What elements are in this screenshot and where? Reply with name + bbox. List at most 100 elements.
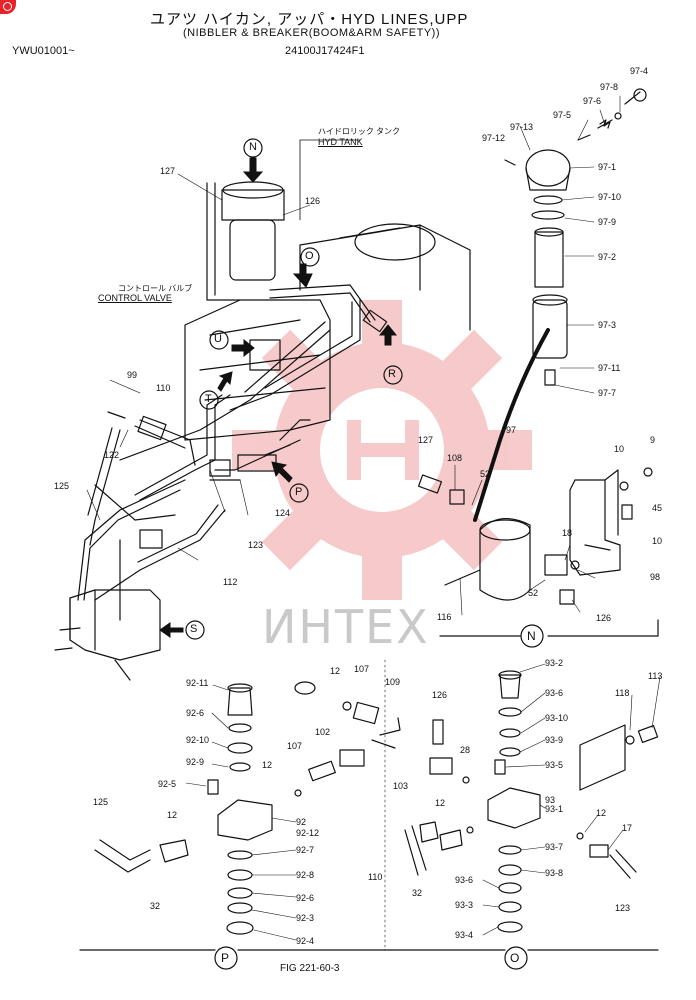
- part-label: 97-1: [598, 162, 617, 172]
- part-label: 92-4: [296, 936, 315, 946]
- hyd-tank-jp-note: ハイドロリック タンク: [318, 127, 401, 136]
- part-label: 93-5: [545, 760, 564, 770]
- part-label: 97-11: [598, 363, 621, 373]
- part-label: 93-1: [545, 804, 564, 814]
- part-label: 92-9: [186, 757, 205, 767]
- part-label: 97-3: [598, 320, 617, 330]
- marker-o: O: [305, 250, 314, 262]
- part-label: 93-9: [545, 735, 564, 745]
- part-label: 97-5: [553, 110, 572, 120]
- part-label: 93-7: [545, 842, 564, 852]
- part-label: 97-7: [598, 388, 617, 398]
- part-label: 97-2: [598, 252, 617, 262]
- watermark-text: ИНТЕХ: [262, 600, 430, 654]
- part-label: 126: [305, 196, 321, 206]
- part-label: 92-5: [158, 779, 177, 789]
- part-label: 93-3: [455, 900, 474, 910]
- part-label: 97-4: [630, 66, 649, 76]
- part-label: 10: [652, 536, 663, 546]
- control-valve-jp-note: コントロール バルブ: [118, 284, 193, 293]
- marker-n: N: [249, 141, 257, 153]
- part-label: 110: [368, 872, 383, 882]
- part-label: 32: [150, 901, 161, 911]
- arrow-p-icon: [271, 461, 293, 483]
- part-label: 109: [385, 677, 401, 687]
- part-label: 92-3: [296, 913, 315, 923]
- arrow-t-icon: [217, 371, 233, 392]
- part-label: 45: [652, 503, 663, 513]
- part-label: 126: [432, 690, 448, 700]
- part-label: 97: [506, 425, 517, 435]
- part-label: 102: [315, 727, 331, 737]
- arrow-o-icon: [292, 263, 313, 288]
- part-label: 122: [104, 450, 120, 460]
- part-label: 12: [167, 810, 178, 820]
- part-label: 126: [596, 613, 612, 623]
- part-label: 97-9: [598, 217, 617, 227]
- page-title: ユアツ ハイカン, アッパ・HYD LINES,UPP: [150, 11, 469, 28]
- marker-t: T: [205, 393, 212, 405]
- part-label: 92-11: [186, 678, 209, 688]
- section-p-label: P: [221, 951, 230, 965]
- part-label: 10: [614, 444, 625, 454]
- part-label: 92-6: [296, 893, 315, 903]
- part-label: 93-4: [455, 930, 474, 940]
- part-label: 28: [460, 745, 471, 755]
- part-label: 108: [447, 453, 463, 463]
- figure-number: FIG 221-60-3: [280, 963, 340, 974]
- part-label: 92-10: [186, 735, 210, 745]
- section-o-label: O: [510, 951, 520, 965]
- part-label: 92: [296, 817, 307, 827]
- section-n-label: N: [527, 629, 536, 643]
- serial-code: YWU01001~: [12, 45, 75, 57]
- part-label: 12: [262, 760, 273, 770]
- part-label: 93: [545, 795, 556, 805]
- part-label: 92-6: [186, 708, 205, 718]
- badge-icon: [3, 2, 12, 11]
- part-label: 116: [437, 612, 452, 622]
- marker-p: P: [295, 486, 303, 498]
- part-label: 127: [160, 166, 176, 176]
- part-label: 93-2: [545, 658, 564, 668]
- part-number: 24100J17424F1: [285, 45, 365, 57]
- marker-s: S: [190, 623, 198, 635]
- part-label: 97-8: [600, 82, 619, 92]
- part-label: 18: [562, 528, 573, 538]
- part-label: 127: [418, 435, 434, 445]
- part-label: 93-8: [545, 868, 564, 878]
- part-label: 97-6: [583, 96, 602, 106]
- part-label: 103: [393, 781, 409, 791]
- part-label: 93-6: [545, 688, 564, 698]
- part-label: 93-10: [545, 713, 569, 723]
- part-label: 107: [354, 664, 370, 674]
- arrow-n-icon: [242, 157, 264, 183]
- part-label: 124: [275, 508, 291, 518]
- part-label: 12: [330, 666, 341, 676]
- part-label: 99: [127, 370, 138, 380]
- part-label: 110: [156, 383, 171, 393]
- marker-r: R: [388, 368, 396, 380]
- part-label: 52: [528, 588, 539, 598]
- part-label: 9: [650, 435, 656, 445]
- part-label: 92-12: [296, 828, 320, 838]
- arrow-r-icon: [378, 324, 398, 346]
- part-label: 12: [435, 798, 446, 808]
- arrow-s-icon: [159, 622, 184, 638]
- part-label: 97-13: [510, 122, 534, 132]
- part-label: 17: [622, 823, 633, 833]
- part-label: 123: [248, 540, 264, 550]
- part-label: 112: [223, 577, 238, 587]
- corner-badge: [0, 0, 16, 14]
- marker-u: U: [214, 333, 222, 345]
- part-label: 92-8: [296, 870, 315, 880]
- hyd-tank-note: HYD TANK: [318, 137, 363, 147]
- part-label: 125: [93, 797, 109, 807]
- part-label: 107: [287, 741, 303, 751]
- part-label: 118: [615, 688, 630, 698]
- control-valve-note: CONTROL VALVE: [98, 293, 172, 303]
- part-label: 97-10: [598, 192, 622, 202]
- part-label: 97-12: [482, 133, 506, 143]
- part-label: 52: [480, 469, 491, 479]
